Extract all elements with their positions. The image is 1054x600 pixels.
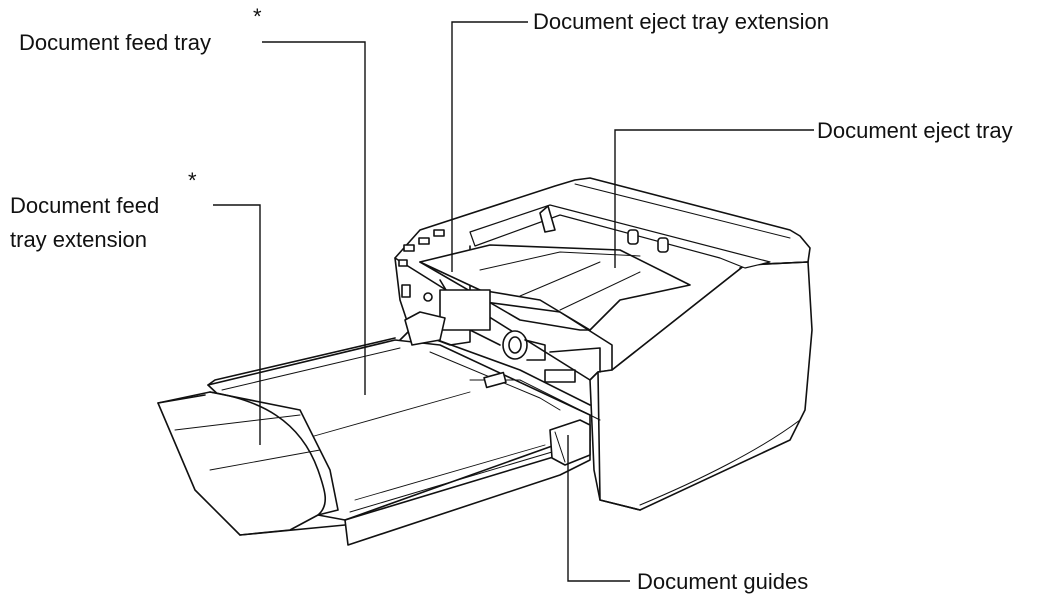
label-document-guides: Document guides [637,569,809,594]
label-eject-tray-extension: Document eject tray extension [533,9,829,34]
leader-feed-tray [262,41,366,395]
leader-document-guides [567,435,630,582]
asterisk-feed-tray-extension: * [188,168,197,193]
document-guides [404,311,591,466]
leader-eject-tray [614,129,814,268]
asterisk-feed-tray: * [253,4,262,29]
feed-roller-area [439,289,601,383]
leader-eject-tray-extension [451,21,528,272]
feed-tray-extension [157,391,346,536]
label-feed-tray-extension-line1: Document feed [10,193,160,218]
label-feed-tray-extension-line2: tray extension [10,227,147,252]
label-eject-tray: Document eject tray [817,118,1013,143]
leader-feed-tray-extension [213,204,261,445]
label-feed-tray: Document feed tray [19,30,211,55]
